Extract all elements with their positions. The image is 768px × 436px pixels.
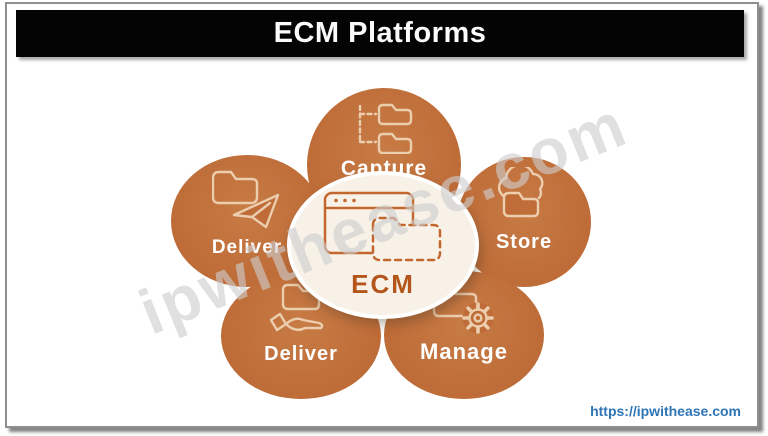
folder-paper-plane-icon [212,169,282,233]
browser-dashed-folder-icon [323,191,443,263]
ecm-label: ECM [351,269,415,299]
cloud-folder-icon [493,167,555,229]
slide-frame: ECM Platforms Capture Deliver [5,2,759,428]
title-bar: ECM Platforms [16,10,744,57]
page-title: ECM Platforms [273,17,487,49]
folder-gear-icon [431,283,497,337]
ecm-center-circle: ECM [287,171,479,319]
folder-tree-icon [352,102,416,154]
petal-store: Store [457,157,591,287]
petal-label-deliver-bottom: Deliver [264,343,338,365]
petal-label-deliver-left: Deliver [211,237,283,258]
petal-label-manage: Manage [420,339,508,364]
petal-label-store: Store [495,231,553,253]
footer-link[interactable]: https://ipwithease.com [590,403,741,419]
